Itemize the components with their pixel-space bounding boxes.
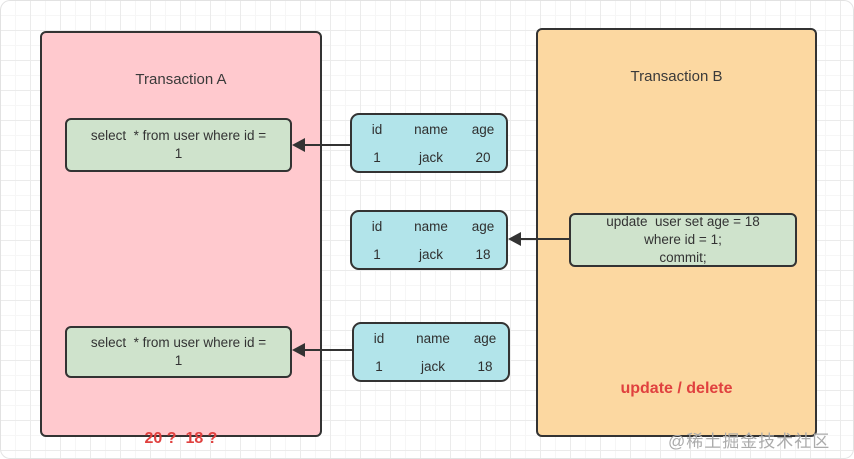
transaction-b-note: update / delete [620,380,733,397]
transaction-b-title: Transaction B [630,68,723,85]
cell-name: jack [420,358,445,374]
transaction-a-title: Transaction A [135,71,227,88]
update-line-1: update user set age = 18 [606,214,760,229]
cell-age: 18 [475,246,491,262]
cell-id: 1 [375,358,383,374]
table-header-row: id name age [352,219,506,234]
transaction-a-note: 20 ? 18 ? [144,430,218,447]
col-header-id: id [371,218,383,234]
cell-age: 20 [475,149,491,165]
cell-age: 18 [477,358,493,374]
select-2-line-1: select * from user where id = [90,335,267,350]
cell-name: jack [418,246,443,262]
col-header-age: age [471,218,495,234]
cell-id: 1 [373,149,381,165]
table-header-row: id name age [354,331,508,346]
update-line-3: commit; [659,250,707,265]
arrow-left-icon [292,343,305,357]
select-2-line-2: 1 [174,353,183,368]
col-header-age: age [473,330,497,346]
table-row: 1 jack 20 [352,150,506,165]
cell-id: 1 [373,246,381,262]
select-statement-box-1: select * from user where id = 1 [65,118,292,172]
result-table-2: id name age 1 jack 18 [350,210,508,270]
col-header-age: age [471,121,495,137]
col-header-name: name [414,121,448,137]
arrow-table3-to-select2 [292,343,353,357]
arrow-line [303,348,353,351]
watermark: @稀土掘金技术社区 [668,432,831,451]
update-statement-box: update user set age = 18 where id = 1; c… [569,213,797,267]
result-table-3: id name age 1 jack 18 [352,322,510,382]
cell-name: jack [418,149,443,165]
table-row: 1 jack 18 [352,247,506,262]
table-row: 1 jack 18 [354,359,508,374]
arrow-line [519,237,571,240]
table-header-row: id name age [352,122,506,137]
update-line-2: where id = 1; [644,232,722,247]
select-1-line-1: select * from user where id = [90,128,267,143]
select-1-line-2: 1 [174,146,183,161]
col-header-name: name [416,330,450,346]
select-statement-box-2: select * from user where id = 1 [65,326,292,378]
arrow-update-to-table2 [508,232,571,246]
result-table-1: id name age 1 jack 20 [350,113,508,173]
arrow-left-icon [508,232,521,246]
arrow-left-icon [292,138,305,152]
col-header-name: name [414,218,448,234]
arrow-line [303,143,352,146]
col-header-id: id [373,330,385,346]
col-header-id: id [371,121,383,137]
arrow-table1-to-select1 [292,138,352,152]
